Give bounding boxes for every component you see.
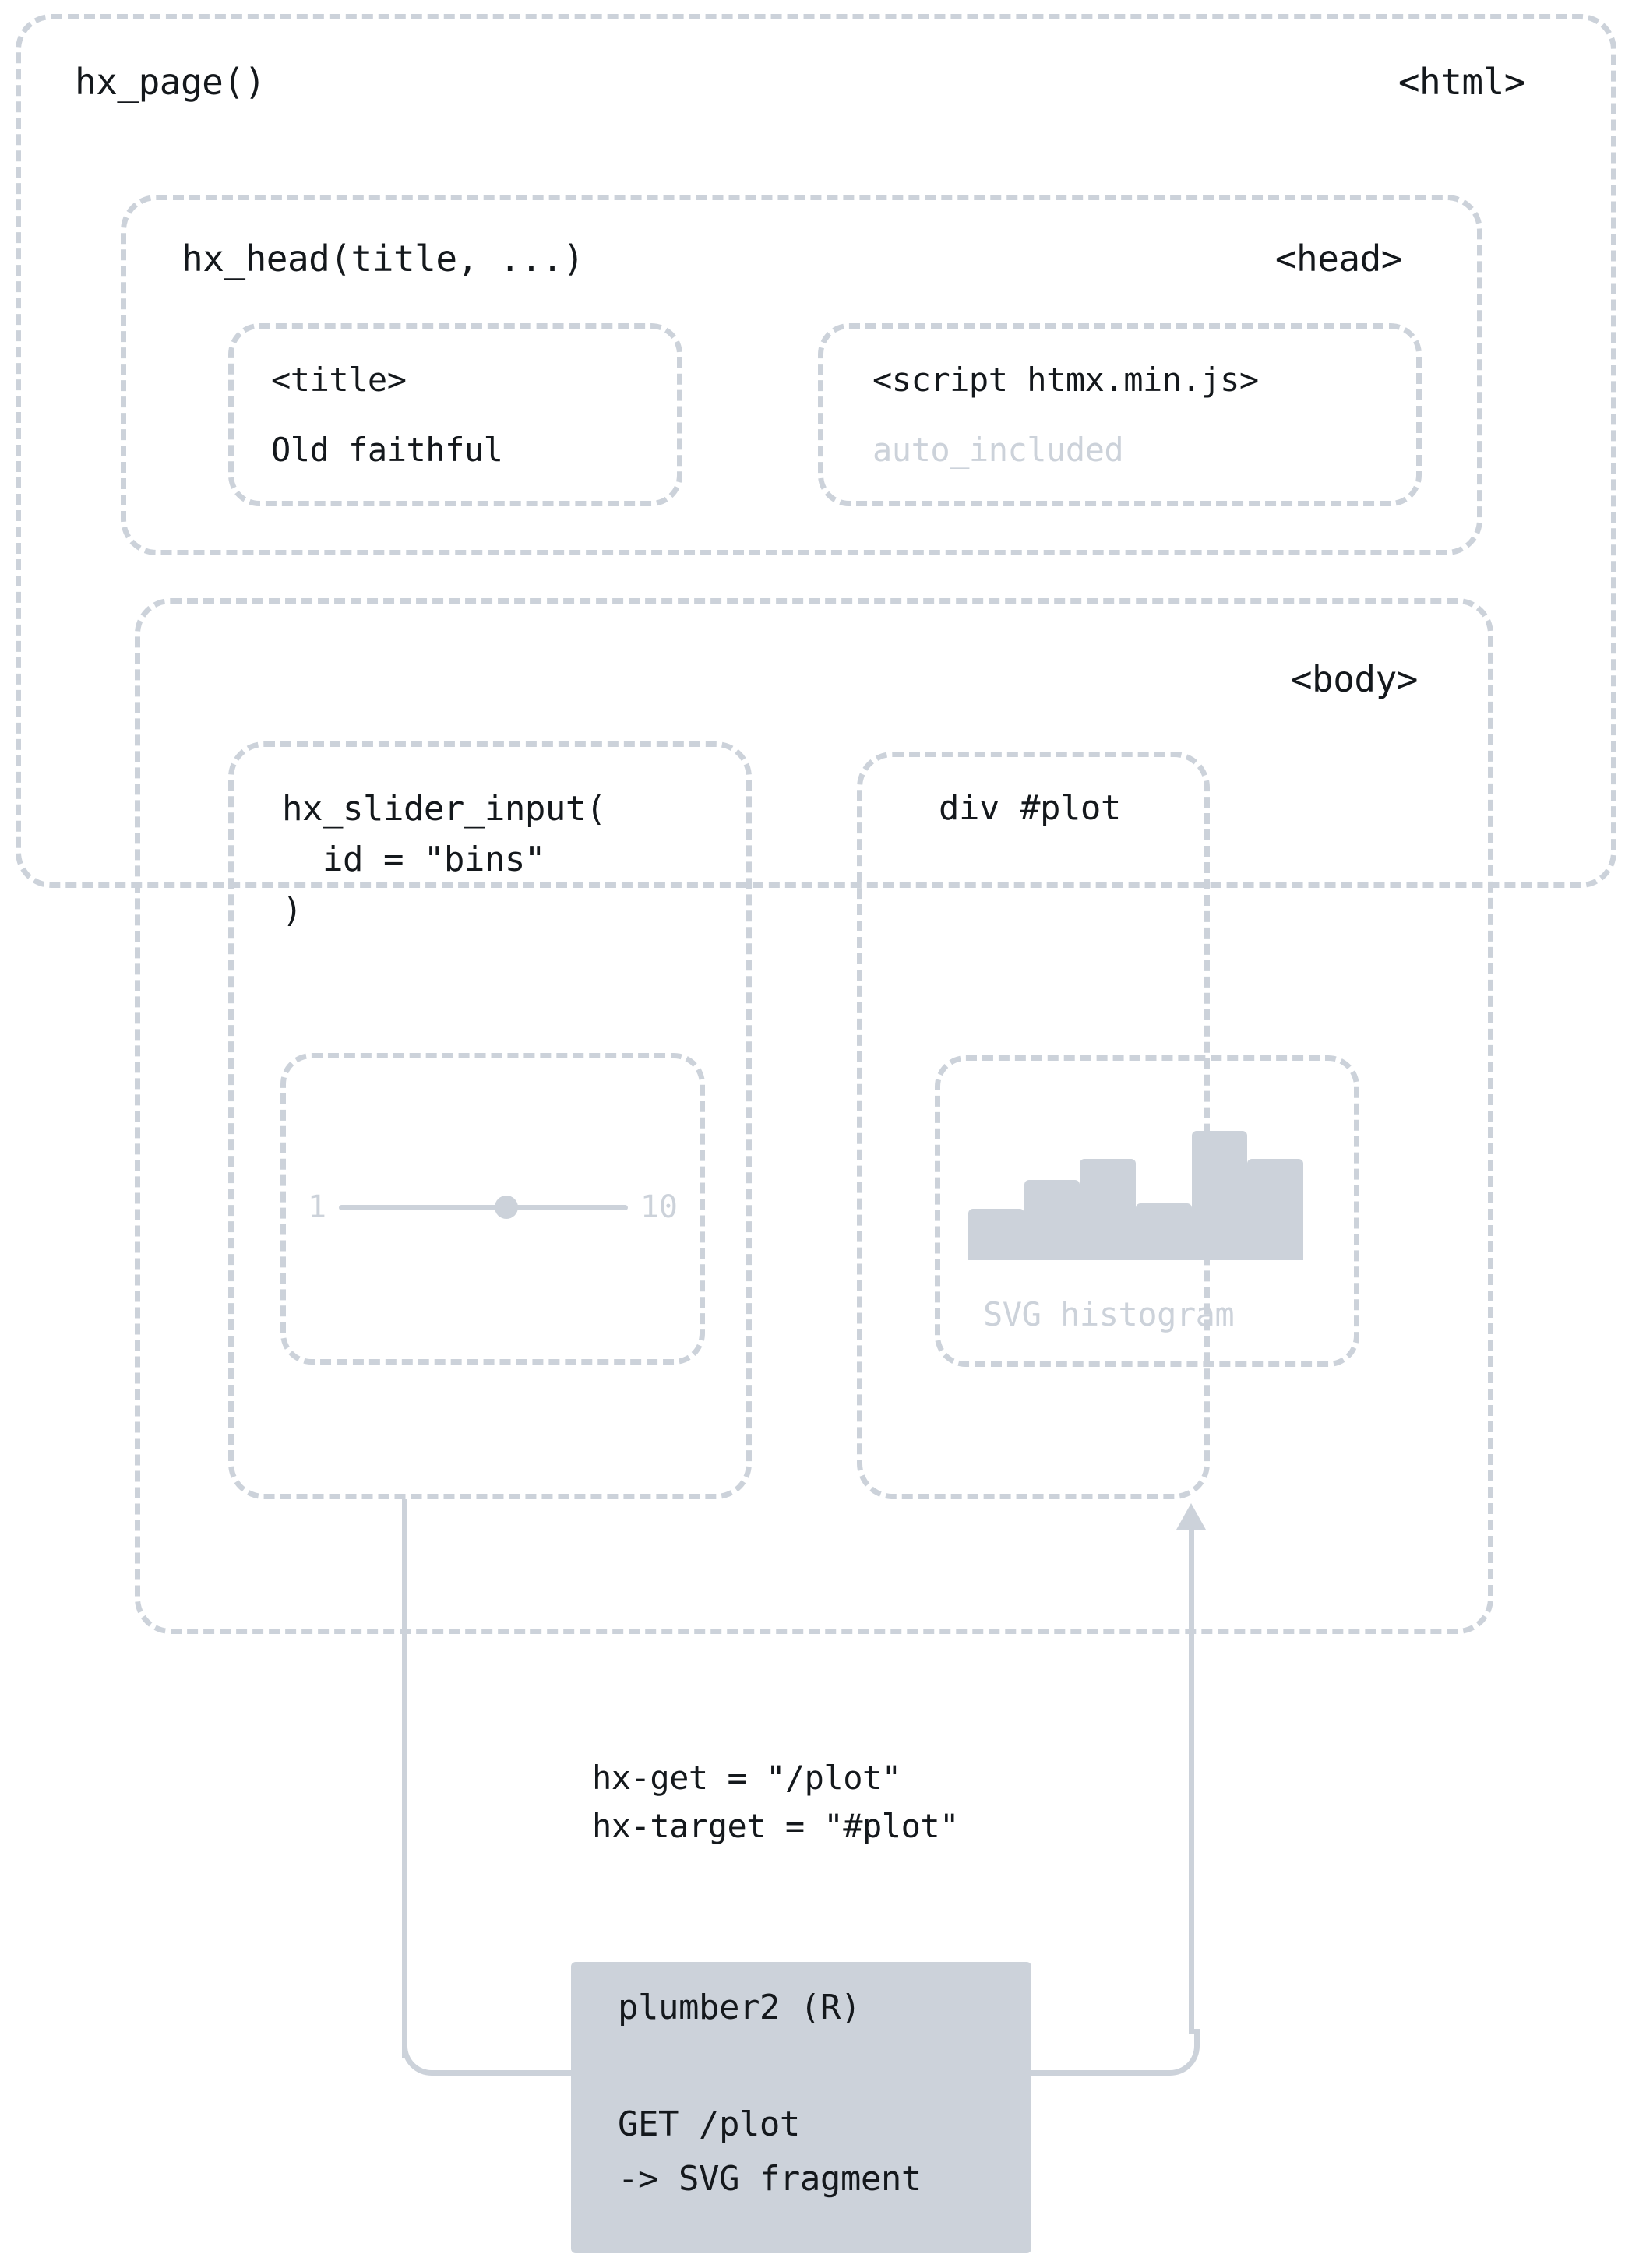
histogram-bar (968, 1208, 1024, 1260)
hx-slider-input-label-line1: hx_slider_input( (282, 789, 606, 829)
histogram-bar (1191, 1131, 1248, 1260)
plumber-backend-title: plumber2 (R) (618, 1988, 861, 2027)
html-tag-label: <html> (1398, 61, 1526, 103)
script-auto-included-label: auto_included (872, 431, 1124, 469)
plumber-backend-route: GET /plot (618, 2104, 800, 2144)
connector-elbow-left (402, 2029, 449, 2076)
script-tag-label: <script htmx.min.js> (872, 361, 1259, 399)
body-container (135, 598, 1493, 1634)
hx-head-container (121, 195, 1482, 555)
connector-elbow-right (1153, 2029, 1200, 2076)
hx-get-attribute-label: hx-get = "/plot" (592, 1759, 901, 1797)
head-tag-label: <head> (1274, 238, 1403, 280)
script-container (818, 323, 1422, 506)
hx-page-container (16, 14, 1616, 888)
connector-line-plot-up (1189, 1530, 1194, 2034)
svg-histogram-caption: SVG histogram (983, 1295, 1235, 1333)
slider-min-label: 1 (308, 1189, 327, 1225)
title-container (228, 323, 682, 506)
connector-line-slider-down (402, 1499, 407, 2058)
slider-input[interactable]: 1 10 (308, 1192, 678, 1223)
hx-slider-input-label-line3: ) (282, 890, 303, 930)
hx-head-label: hx_head(title, ...) (182, 238, 584, 280)
svg-histogram-container (935, 1055, 1359, 1367)
slider-widget-container (280, 1053, 705, 1365)
hx-page-label: hx_page() (75, 61, 266, 103)
slider-max-label: 10 (640, 1189, 678, 1225)
title-tag-label: <title> (271, 361, 407, 399)
histogram-bar (1247, 1158, 1303, 1260)
connector-line-from-backend-right (1030, 2070, 1158, 2076)
hx-slider-input-container (228, 741, 752, 1499)
title-value-label: Old faithful (271, 431, 503, 469)
body-tag-label: <body> (1290, 658, 1419, 700)
connector-line-to-backend-left (444, 2070, 576, 2076)
hx-slider-input-label-line2: id = "bins" (282, 840, 545, 879)
slider-track[interactable] (339, 1196, 628, 1219)
hx-target-attribute-label: hx-target = "#plot" (592, 1807, 959, 1845)
histogram-bar (1024, 1180, 1080, 1260)
div-plot-label: div #plot (939, 788, 1121, 828)
plumber-backend-response: -> SVG fragment (618, 2159, 922, 2199)
histogram-chart (968, 1122, 1303, 1260)
slider-thumb[interactable] (495, 1196, 519, 1219)
connector-arrowhead-to-plot (1176, 1503, 1206, 1530)
histogram-bar (1135, 1203, 1192, 1260)
histogram-bar (1080, 1158, 1136, 1260)
div-plot-container (857, 752, 1210, 1499)
plumber-backend-box (571, 1962, 1031, 2253)
